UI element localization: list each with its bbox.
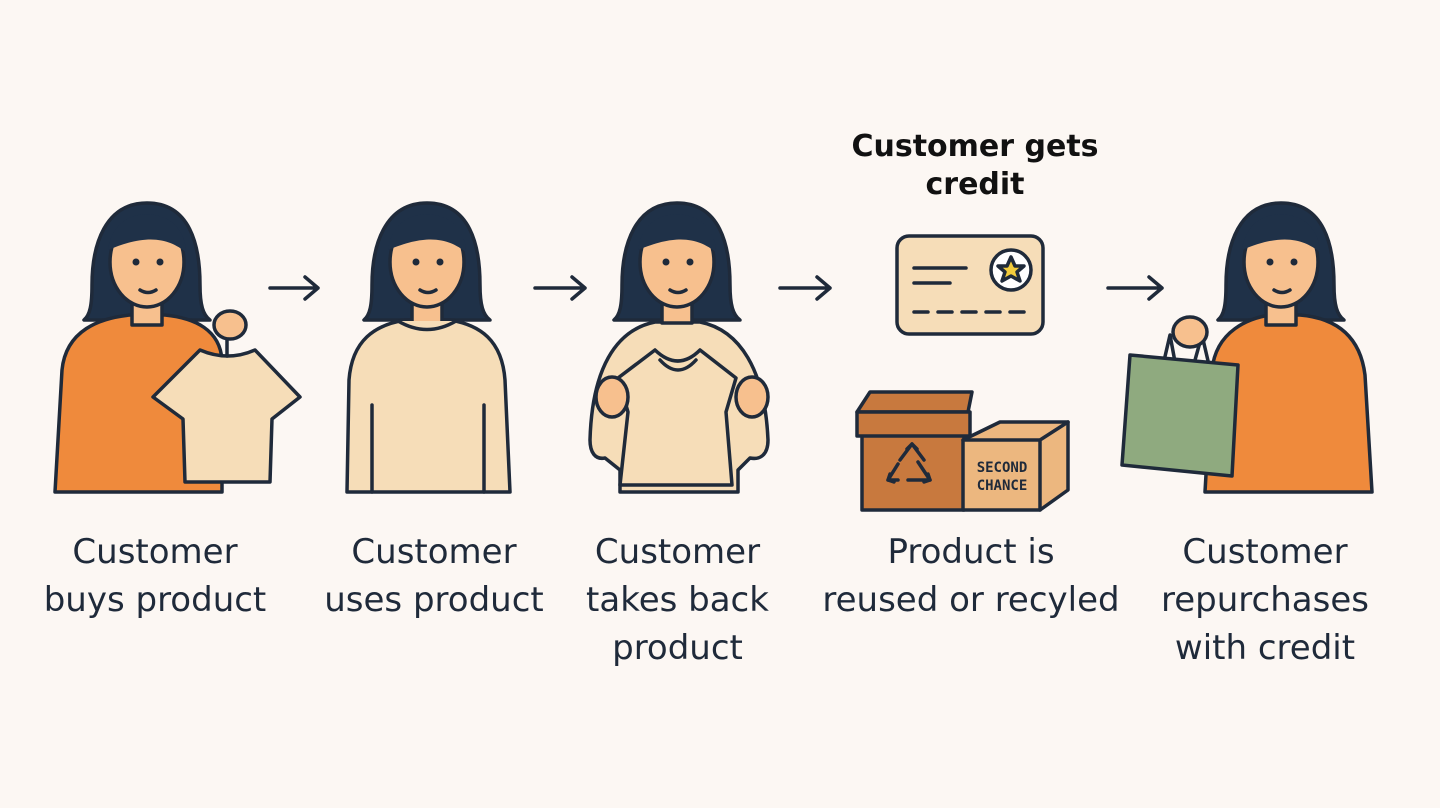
- box-label-line2: CHANCE: [977, 478, 1028, 494]
- step-label-reused: Product is reused or recyled: [815, 528, 1127, 624]
- recycle-box-icon: [857, 392, 972, 510]
- arrow-4: [1108, 277, 1162, 299]
- second-chance-box-icon: SECOND CHANCE: [963, 422, 1068, 510]
- credit-card-icon: [897, 236, 1043, 334]
- box-label-line1: SECOND: [977, 460, 1028, 476]
- customer-using-figure: [347, 203, 510, 492]
- customer-buying-figure: [55, 203, 300, 492]
- customer-returning-figure: [590, 203, 768, 492]
- step-label-uses: Customer uses product: [300, 528, 568, 624]
- step-label-takes-back: Customer takes back product: [565, 528, 790, 672]
- step-label-buys: Customer buys product: [20, 528, 290, 624]
- arrow-1: [270, 277, 318, 299]
- credit-title: Customer gets credit: [830, 128, 1120, 204]
- arrow-3: [780, 277, 830, 299]
- customer-repurchasing-figure: [1122, 203, 1372, 492]
- step-label-repurchases: Customer repurchases with credit: [1140, 528, 1390, 672]
- arrow-2: [535, 277, 585, 299]
